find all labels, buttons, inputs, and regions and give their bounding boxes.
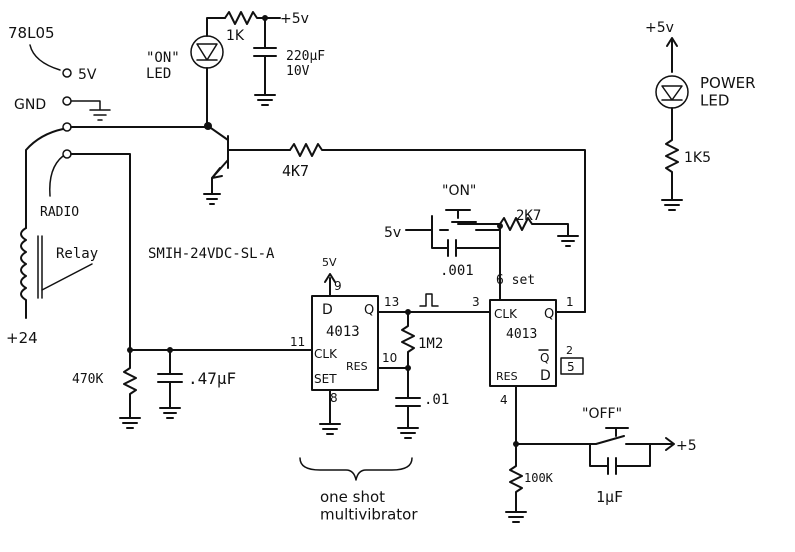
r-led-label: 1K (226, 28, 245, 44)
ic1-set: SET (314, 372, 337, 386)
supply24-label: +24 (6, 329, 38, 347)
r-off-label: 100K (524, 471, 554, 485)
ic1-pin9: 9 (334, 279, 342, 293)
regulator-label: 78L05 (8, 24, 55, 42)
off-switch-label: "OFF" (582, 406, 622, 422)
r-clk-label: 470K (72, 372, 103, 387)
ic1-d: D (322, 302, 333, 318)
cap-top-label-line-1: 10V (286, 64, 310, 79)
r-on-label: 2K7 (516, 208, 541, 224)
ic1-4013 (311, 295, 379, 391)
caption-line-0: one shot (320, 488, 385, 506)
r-timing-label: 1M2 (418, 336, 443, 352)
off-vcc-label: +5 (676, 438, 697, 454)
ic2-pin3: 3 (472, 295, 480, 309)
gnd-terminal (62, 96, 72, 106)
power-led-label-line-1: LED (700, 91, 729, 109)
cap-top-label-line-0: 220µF (286, 49, 325, 64)
on-led-name: "ON"LED (146, 50, 180, 82)
supply-terminal (62, 122, 72, 132)
ic2-clk: CLK (494, 307, 518, 321)
reg-out-terminal (62, 68, 72, 78)
r-base-label: 4K7 (282, 162, 309, 180)
ic2-pin2: 2 (566, 344, 573, 357)
ic2-pin4: 4 (500, 393, 508, 407)
on-led-name-line-0: "ON" (146, 50, 180, 66)
on-led (190, 35, 224, 69)
reg-out-label: 5V (78, 67, 97, 83)
ic1-pin10: 10 (382, 351, 397, 365)
c-timing-label: .01 (424, 392, 449, 408)
r-power-led-label: 1K5 (684, 150, 711, 166)
ic1-name: 4013 (326, 324, 360, 340)
ic1-res: RES (346, 360, 368, 373)
gnd-label: GND (14, 97, 46, 113)
on-5v-label: 5v (384, 225, 401, 241)
ic1-pin8: 8 (330, 391, 338, 405)
ic1-pin11: 11 (290, 335, 305, 349)
ic2-d: D (540, 368, 551, 384)
ic1-clk: CLK (314, 347, 338, 361)
ic2-4013 (489, 299, 557, 387)
ic2-pin1: 1 (566, 295, 574, 309)
ic1-pin13: 13 (384, 295, 399, 309)
relay-coil (20, 227, 93, 319)
ic1-5v: 5V (322, 256, 337, 269)
c-clk-label: .47µF (188, 369, 236, 388)
radio-terminal (62, 149, 72, 159)
relay-label: Relay (56, 246, 98, 262)
on-led-name-line-1: LED (146, 66, 171, 82)
transistor (203, 125, 291, 205)
radio-label: RADIO (40, 205, 79, 220)
pin-set-label: 6 set (496, 273, 535, 288)
relay-part-label: SMIH-24VDC-SL-A (148, 246, 275, 262)
ic2-res: RES (496, 370, 518, 383)
c-off-label: 1µF (596, 488, 623, 506)
power-led-label-line-0: POWER (700, 74, 756, 92)
ic2-pin5: 5 (567, 360, 575, 374)
ic2-qbar: Q (540, 351, 549, 365)
ic1-q: Q (364, 303, 374, 318)
c-on-label: .001 (440, 263, 474, 279)
power-led-vcc-label: +5v (645, 20, 674, 36)
ic2-name: 4013 (506, 327, 537, 342)
on-switch-label: "ON" (442, 183, 476, 199)
caption-line-1: multivibrator (320, 505, 418, 523)
power-led (655, 75, 689, 109)
ic2-q: Q (544, 307, 554, 322)
vcc-top-label: +5v (280, 11, 309, 27)
